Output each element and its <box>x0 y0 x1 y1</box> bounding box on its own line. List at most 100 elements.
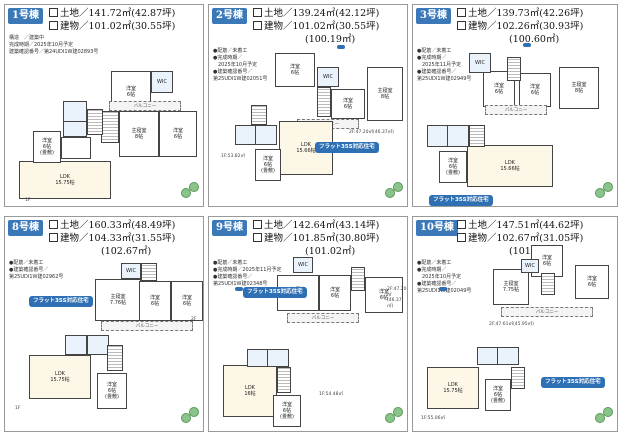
room-japanese: 洋室 6帖 (畳敷) <box>439 151 467 183</box>
room-wic: WIC <box>151 71 173 93</box>
flat35s-label: フラット35S対応住宅 <box>315 142 379 153</box>
spec-line: ●完成時期／ <box>213 55 243 61</box>
flat35s-label: フラット35S対応住宅 <box>429 195 493 206</box>
tree-icon <box>189 407 199 417</box>
building-area-sub: (102.67㎡) <box>101 246 152 257</box>
room-wash <box>447 125 469 147</box>
spec-line: ●配筋／未着工 <box>417 48 452 54</box>
tree-icon <box>595 188 605 198</box>
building-area: 建物／101.85㎡(30.80坪) <box>253 233 379 245</box>
room-wash <box>87 335 109 355</box>
tree-icon <box>189 182 199 192</box>
unit-panel: 3号棟土地／139.73㎡(42.26坪)建物／102.26㎡(30.93坪)(… <box>412 4 618 207</box>
spec-line: 建築確認番号／第24UDI1W建02893号 <box>9 49 99 55</box>
checkbox-icon <box>457 220 466 229</box>
unit-panel: 9号棟土地／142.64㎡(43.14坪)建物／101.85㎡(30.80坪)(… <box>208 216 408 432</box>
room-wic: WIC <box>293 257 313 273</box>
floor-label-1f: 1F <box>15 406 21 411</box>
room-master: 主寝室 8帖 <box>119 111 159 157</box>
tree-icon <box>385 413 395 423</box>
spec-info: 構造 ／建築中完成時期／2025年10月予定建築確認番号／第24UDI1W建02… <box>9 35 98 56</box>
building-area-text: 建物／104.33㎡(31.55坪) <box>60 233 176 244</box>
stairs <box>107 345 123 371</box>
checkbox-icon <box>457 8 466 17</box>
spec-line: ●配筋／未着工 <box>417 260 452 266</box>
room-western: 洋室 6帖 <box>139 281 171 321</box>
spec-line: 2025年10月予定 <box>417 274 462 280</box>
spec-line: ●建築確認番号／ <box>9 267 49 273</box>
stairs <box>469 125 485 147</box>
building-area-text: 建物／101.02㎡(30.55坪) <box>60 21 176 32</box>
spec-info: ●配筋／未着工●完成時期／ 2025年11月予定●建築確認番号／第25UDI1W… <box>417 48 471 83</box>
room-wic: WIC <box>317 67 339 87</box>
building-area: 建物／101.02㎡(30.55坪) <box>49 21 175 33</box>
room-japanese: 洋室 6帖 (畳敷) <box>273 395 301 427</box>
tree-icon <box>603 182 613 192</box>
floor-label-2f: 2F:47.20㎡(46.37㎡) <box>349 130 394 135</box>
spec-line: ●建築確認番号／ <box>417 281 457 287</box>
spec-info: ●配筋／未着工●建築確認番号／第25UDI1W建02962号 <box>9 260 63 281</box>
spec-line: 第25UDI1W建02051号 <box>213 76 268 82</box>
building-area: 建物／102.26㎡(30.93坪) <box>457 21 583 33</box>
stairs <box>101 111 119 143</box>
land-area: 土地／139.24㎡(42.12坪) <box>253 8 379 20</box>
room-bath <box>247 349 269 367</box>
room-ldk: LDK 15.75帖 <box>29 355 91 399</box>
room-western: 洋室 6帖 <box>575 265 609 299</box>
building-area-sub: (100.19㎡) <box>305 34 356 45</box>
room-western: 洋室 6帖 <box>331 89 365 119</box>
spec-line: ●配筋／未着工 <box>9 260 44 266</box>
land-area-text: 土地／139.73㎡(42.26坪) <box>468 8 584 19</box>
stairs <box>541 273 555 295</box>
checkbox-icon <box>49 220 58 229</box>
unit-badge: 8号棟 <box>8 220 43 236</box>
checkbox-icon <box>457 21 466 30</box>
balcony: バルコニー <box>109 101 181 111</box>
room-bath <box>63 101 87 123</box>
checkbox-icon <box>49 8 58 17</box>
building-area-sub: (101.02㎡) <box>305 246 356 257</box>
land-area-text: 土地／142.64㎡(43.14坪) <box>264 220 380 231</box>
flat35s-label <box>235 287 243 291</box>
spec-line: 2025年10月予定 <box>213 62 258 68</box>
stairs <box>351 267 365 291</box>
room-ldk: LDK 15.75帖 <box>19 161 111 199</box>
balcony: バルコニー <box>287 313 359 323</box>
room-master: 主寝室 7.75帖 <box>493 269 529 305</box>
land-area-text: 土地／147.51㎡(44.62坪) <box>468 220 584 231</box>
room-japanese: 洋室 6帖 (畳敷) <box>33 131 61 163</box>
unit-panel: 8号棟土地／160.33㎡(48.49坪)建物／104.33㎡(31.55坪)(… <box>4 216 204 432</box>
room-ldk: LDK 15.66帖 <box>467 145 553 187</box>
building-area-text: 建物／102.26㎡(30.93坪) <box>468 21 584 32</box>
floor-label-1f: 1F <box>25 198 31 203</box>
spec-line: 第25UDI1W建02348号 <box>213 281 268 287</box>
room-wic: WIC <box>469 53 491 73</box>
spec-line: ●配筋／未着工 <box>213 260 248 266</box>
floor-label-2f: 2F <box>191 317 197 322</box>
checkbox-icon <box>253 233 262 242</box>
building-area: 建物／101.02㎡(30.55坪) <box>253 21 379 33</box>
spec-line: ●建築確認番号／ <box>417 69 457 75</box>
unit-panel: 10号棟土地／147.51㎡(44.62坪) 建物／102.67㎡(31.05坪)… <box>412 216 618 432</box>
checkbox-icon <box>253 21 262 30</box>
unit-badge: 10号棟 <box>416 220 458 236</box>
checkbox-icon <box>253 8 262 17</box>
unit-badge: 1号棟 <box>8 8 43 24</box>
building-area-text: 建物／102.67㎡(31.05坪) <box>468 233 584 244</box>
room-western: 洋室 6帖 <box>365 277 403 313</box>
room-bath <box>427 125 449 147</box>
stairs <box>251 105 267 125</box>
stairs <box>277 367 291 393</box>
tree-icon <box>385 188 395 198</box>
stairs <box>511 367 525 389</box>
spec-line: 構造 ／建築中 <box>9 35 45 41</box>
spec-info: ●配筋／未着工●完成時期／ 2025年10月予定●建築確認番号／第25UDI1W… <box>213 48 267 83</box>
building-area-text: 建物／101.02㎡(30.55坪) <box>264 21 380 32</box>
unit-panel: 2号棟土地／139.24㎡(42.12坪)建物／101.02㎡(30.55坪)(… <box>208 4 408 207</box>
